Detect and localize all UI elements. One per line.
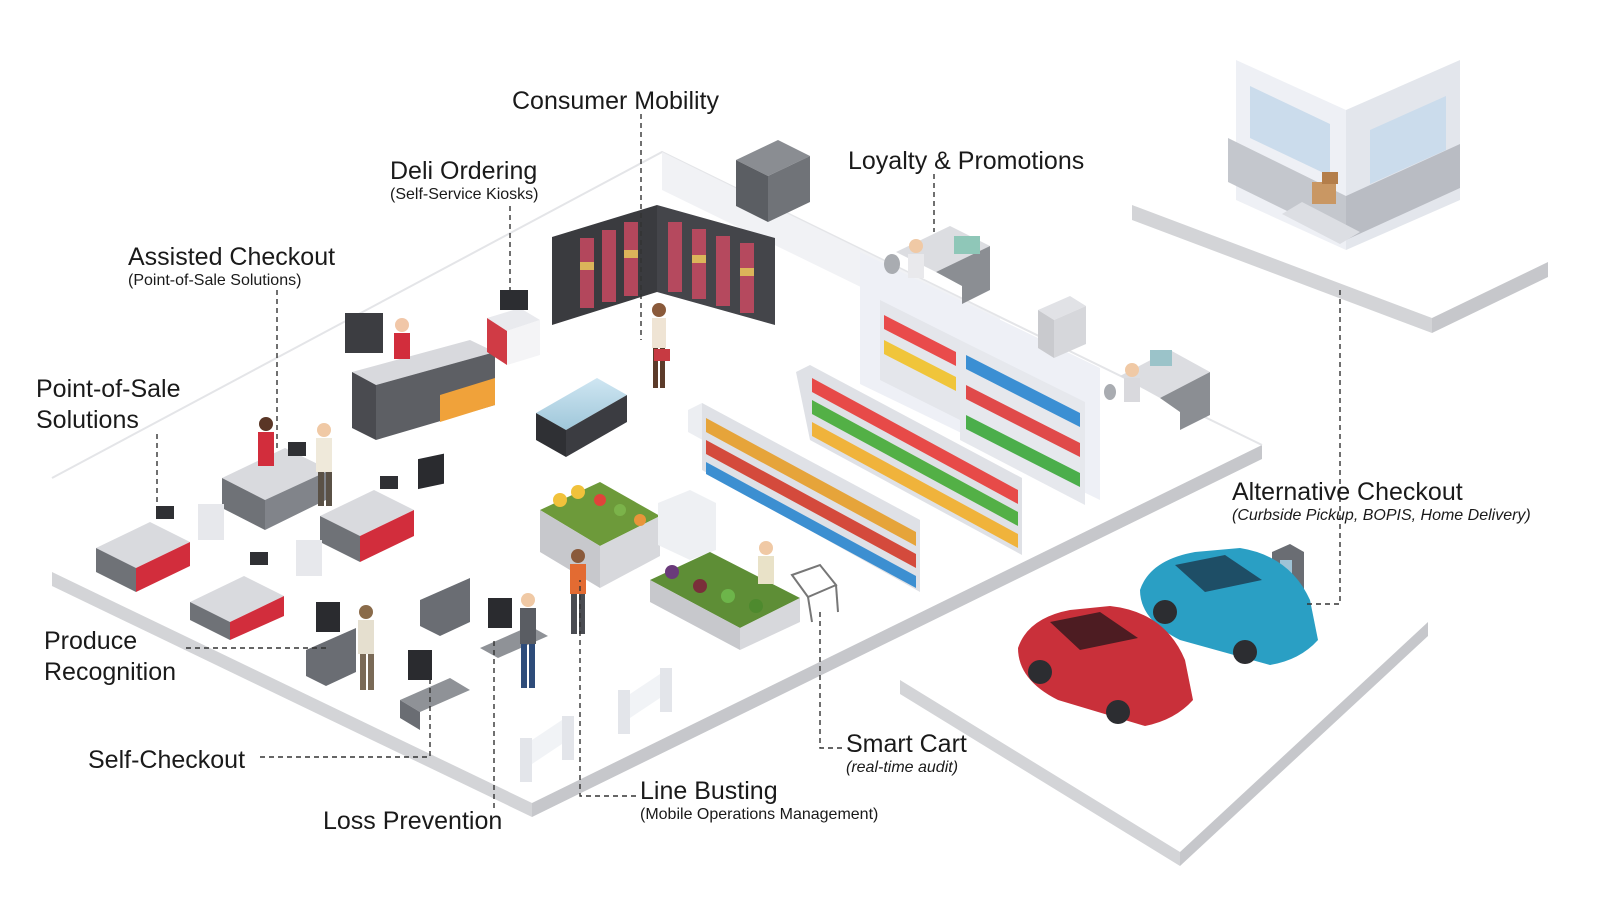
shopper-figure [652,303,670,388]
label-produce-recognition-line1: Produce [44,627,138,655]
house-facade [1228,60,1460,250]
self-checkout-kiosks [306,453,548,730]
label-line-busting-subtitle: (Mobile Operations Management) [640,806,879,823]
office-desk-loyalty [884,226,990,304]
label-assisted-checkout-title: Assisted Checkout [128,243,336,271]
pos-counters [96,476,414,640]
label-self-checkout-title: Self-Checkout [88,746,246,774]
label-deli-ordering-subtitle: (Self-Service Kiosks) [390,186,539,203]
label-loss-prevention-title: Loss Prevention [323,807,503,835]
label-produce-recognition-line2: Recognition [44,658,177,686]
grocery-aisle-middle [796,365,1022,555]
smart-cart [790,563,839,623]
leader-smart-cart [819,610,842,749]
label-smart-cart-title: Smart Cart [846,730,967,758]
red-car [1018,606,1193,726]
label-deli-ordering-title: Deli Ordering [390,157,538,185]
grocery-aisle-front [688,403,920,592]
leader-alternative [1305,290,1341,605]
office-desk-analyst [1104,350,1210,430]
label-point-of-sale-line1: Point-of-Sale [36,375,181,403]
grocery-aisle-back [880,300,1085,505]
leader-self-checkout [260,680,431,758]
label-alternative-checkout-title: Alternative Checkout [1232,478,1463,506]
label-assisted-checkout-subtitle: (Point-of-Sale Solutions) [128,272,302,289]
blue-car [1140,548,1318,665]
printer [1038,296,1086,358]
label-loyalty-promotions-title: Loyalty & Promotions [848,147,1085,175]
produce-display-right [650,541,800,650]
label-line-busting-title: Line Busting [640,777,778,805]
assisted-checkout-lane [222,417,332,530]
label-smart-cart-subtitle: (real-time audit) [846,759,959,776]
refrigerator-cases [552,205,775,325]
label-point-of-sale-line2: Solutions [36,406,139,434]
server-rack [736,140,810,222]
leader-lines [156,114,1341,808]
freezer-chest [536,378,627,457]
deli-counter [345,290,540,440]
label-consumer-mobility-title: Consumer Mobility [512,87,720,115]
produce-display-left [540,482,716,588]
security-gates [520,668,672,782]
label-alternative-checkout-subtitle: (Curbside Pickup, BOPIS, Home Delivery) [1232,507,1531,524]
line-busting-employee [570,549,586,634]
leader-line-busting [579,580,636,797]
